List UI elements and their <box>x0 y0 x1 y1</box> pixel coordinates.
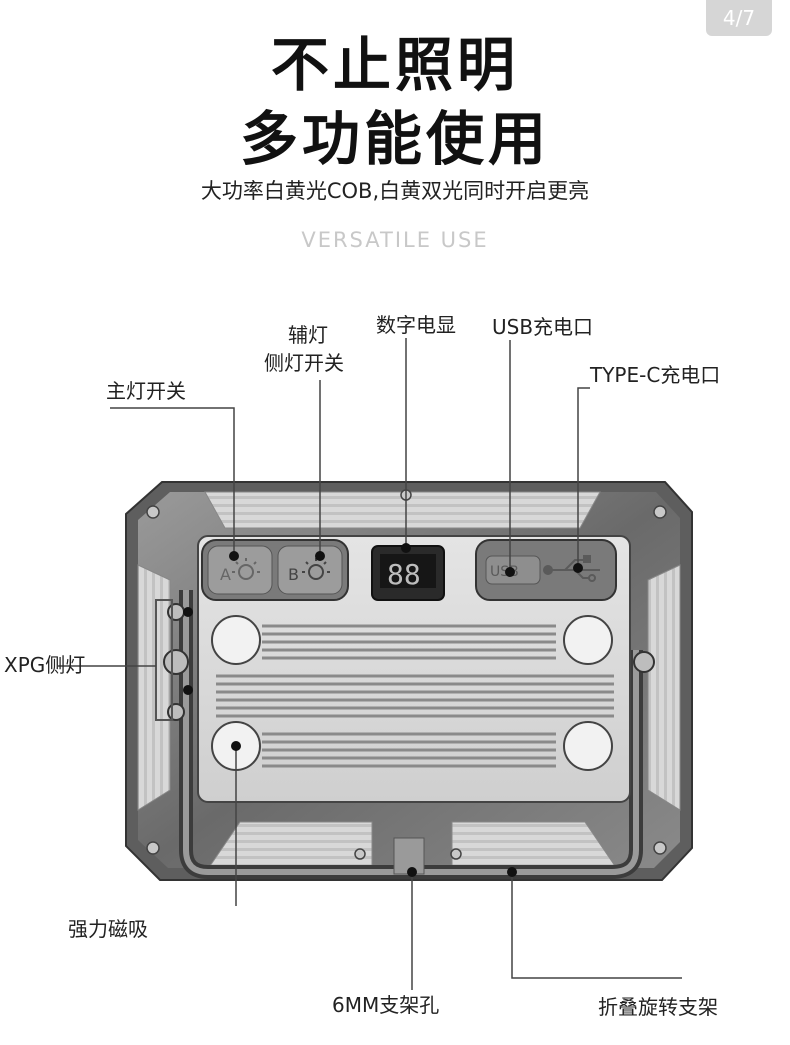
callout-xpg-side-light: XPG侧灯 <box>4 653 86 677</box>
sun-icon-b <box>302 558 330 580</box>
right-side-strip <box>647 564 681 811</box>
callout-aux-switch-line2: 侧灯开关 <box>264 351 344 375</box>
button-a-label: A <box>220 565 231 584</box>
headline-line1: 不止照明 <box>270 31 519 99</box>
callout-lines <box>58 338 682 990</box>
left-side-strip <box>137 564 171 811</box>
subtitle: 大功率白黄光COB,白黄双光同时开启更亮 <box>200 179 590 203</box>
page-indicator: 4/7 <box>706 0 772 36</box>
top-light-strip <box>204 491 601 529</box>
callout-folding-stand: 折叠旋转支架 <box>598 995 718 1019</box>
button-b-label: B <box>288 565 299 584</box>
magnets <box>211 615 613 771</box>
headline-line2: 多功能使用 <box>239 105 550 173</box>
callout-typec-port: TYPE-C充电口 <box>590 363 721 387</box>
callout-magnet: 强力磁吸 <box>68 917 148 941</box>
display-digits: 88 <box>387 558 421 591</box>
callout-aux-switch-line1: 辅灯 <box>288 323 328 347</box>
callout-dots <box>183 543 583 877</box>
sun-icon-a <box>232 558 260 580</box>
callout-mount-hole: 6MM支架孔 <box>332 993 440 1017</box>
callout-main-switch: 主灯开关 <box>106 379 186 403</box>
hinge-bracket <box>155 599 173 721</box>
callout-usb-port: USB充电口 <box>492 315 594 339</box>
heat-sink-fins <box>216 624 614 768</box>
english-tag: VERSATILE USE <box>301 228 489 252</box>
callout-digital-display: 数字电显 <box>376 313 456 337</box>
